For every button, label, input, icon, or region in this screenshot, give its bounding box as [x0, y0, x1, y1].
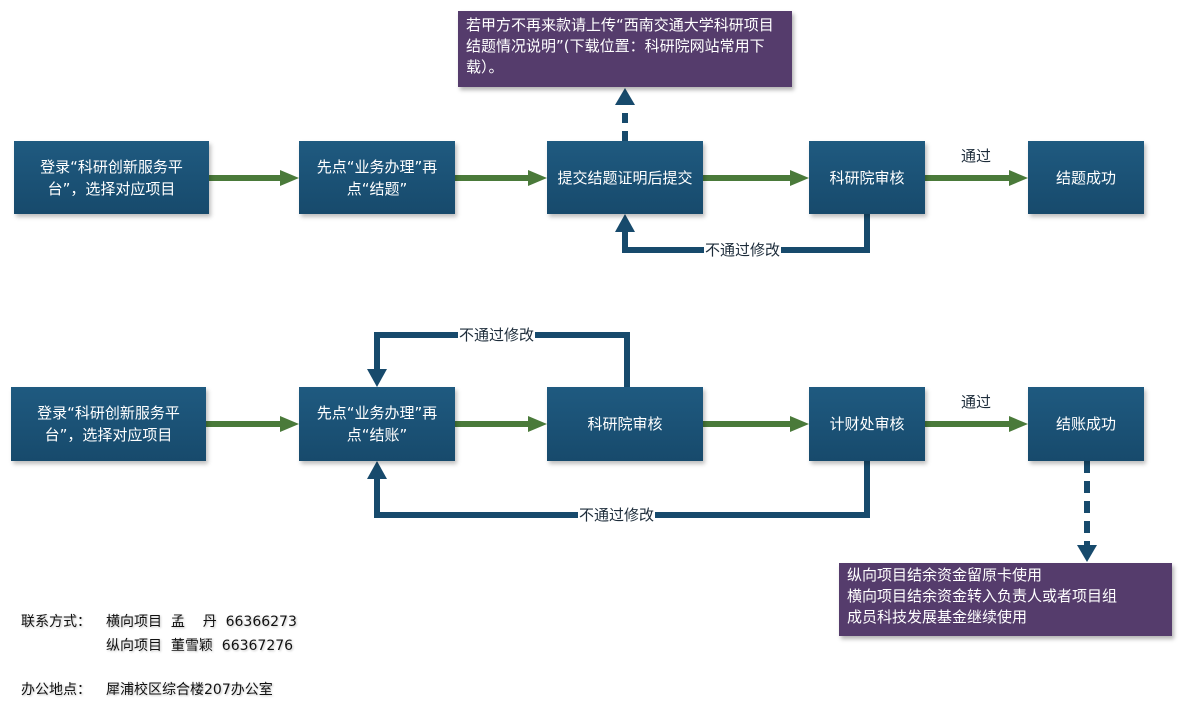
top-step-success: 结题成功: [1028, 141, 1144, 214]
bottom-pass-arrows: [206, 416, 1028, 432]
top-note: 若甲方不再来款请上传“西南交通大学科研项目结题情况说明”(下载位置：科研院网站常…: [458, 11, 792, 87]
contact-line-1: 横向项目 孟 丹 66366273: [106, 614, 297, 630]
top-step-business: 先点“业务办理”再点“结题”: [299, 141, 455, 214]
bottom-fail-label-top: 不通过修改: [458, 326, 536, 344]
contact-label: 联系方式：: [21, 614, 91, 630]
step-label: 先点“业务办理”再点“结账”: [316, 404, 438, 444]
top-pass-label: 通过: [961, 147, 992, 165]
office-address: 犀浦校区综合楼207办公室: [106, 682, 273, 698]
top-step-login: 登录“科研创新服务平台”，选择对应项目: [14, 141, 209, 214]
step-label: 登录“科研创新服务平台”，选择对应项目: [40, 157, 183, 198]
step-label: 科研院审核: [587, 415, 663, 433]
arrowhead: [528, 170, 547, 186]
bottom-step-finance-review: 计财处审核: [809, 387, 925, 461]
step-label: 结账成功: [1055, 415, 1116, 433]
step-label: 提交结题证明后提交: [557, 168, 693, 187]
step-label: 计财处审核: [829, 415, 905, 433]
note-line: 横向项目结余资金转入负责人或者项目组: [847, 587, 1118, 605]
contact-line-2: 纵向项目 董雪颖 66367276: [106, 638, 294, 654]
bottom-fail-label-bottom: 不通过修改: [578, 506, 656, 524]
step-label: 先点“业务办理”再点“结题”: [316, 157, 438, 198]
dashed-arrow-to-top-note: [615, 88, 635, 141]
arrowhead: [1009, 170, 1028, 186]
top-step-submit: 提交结题证明后提交: [547, 141, 703, 214]
note-line: 成员科技发展基金继续使用: [847, 608, 1028, 626]
top-step-review: 科研院审核: [809, 141, 925, 214]
bottom-pass-label: 通过: [961, 393, 992, 411]
top-pass-arrows: [209, 170, 1028, 186]
step-label: 科研院审核: [829, 168, 905, 187]
bottom-step-success: 结账成功: [1028, 387, 1144, 461]
office-label: 办公地点：: [21, 682, 91, 698]
arrowhead: [790, 170, 809, 186]
note-line: 纵向项目结余资金留原卡使用: [847, 566, 1043, 584]
bottom-step-login: 登录“科研创新服务平台”，选择对应项目: [11, 387, 206, 461]
bottom-step-research-review: 科研院审核: [547, 387, 703, 461]
step-label: 结题成功: [1055, 168, 1116, 187]
top-fail-label: 不通过修改: [704, 241, 782, 259]
bottom-note: 纵向项目结余资金留原卡使用 横向项目结余资金转入负责人或者项目组 成员科技发展基…: [839, 563, 1172, 636]
dashed-arrow-to-bottom-note: [1077, 461, 1097, 562]
arrowhead: [280, 170, 299, 186]
step-label: 登录“科研创新服务平台”，选择对应项目: [37, 404, 180, 444]
bottom-step-business: 先点“业务办理”再点“结账”: [299, 387, 455, 461]
